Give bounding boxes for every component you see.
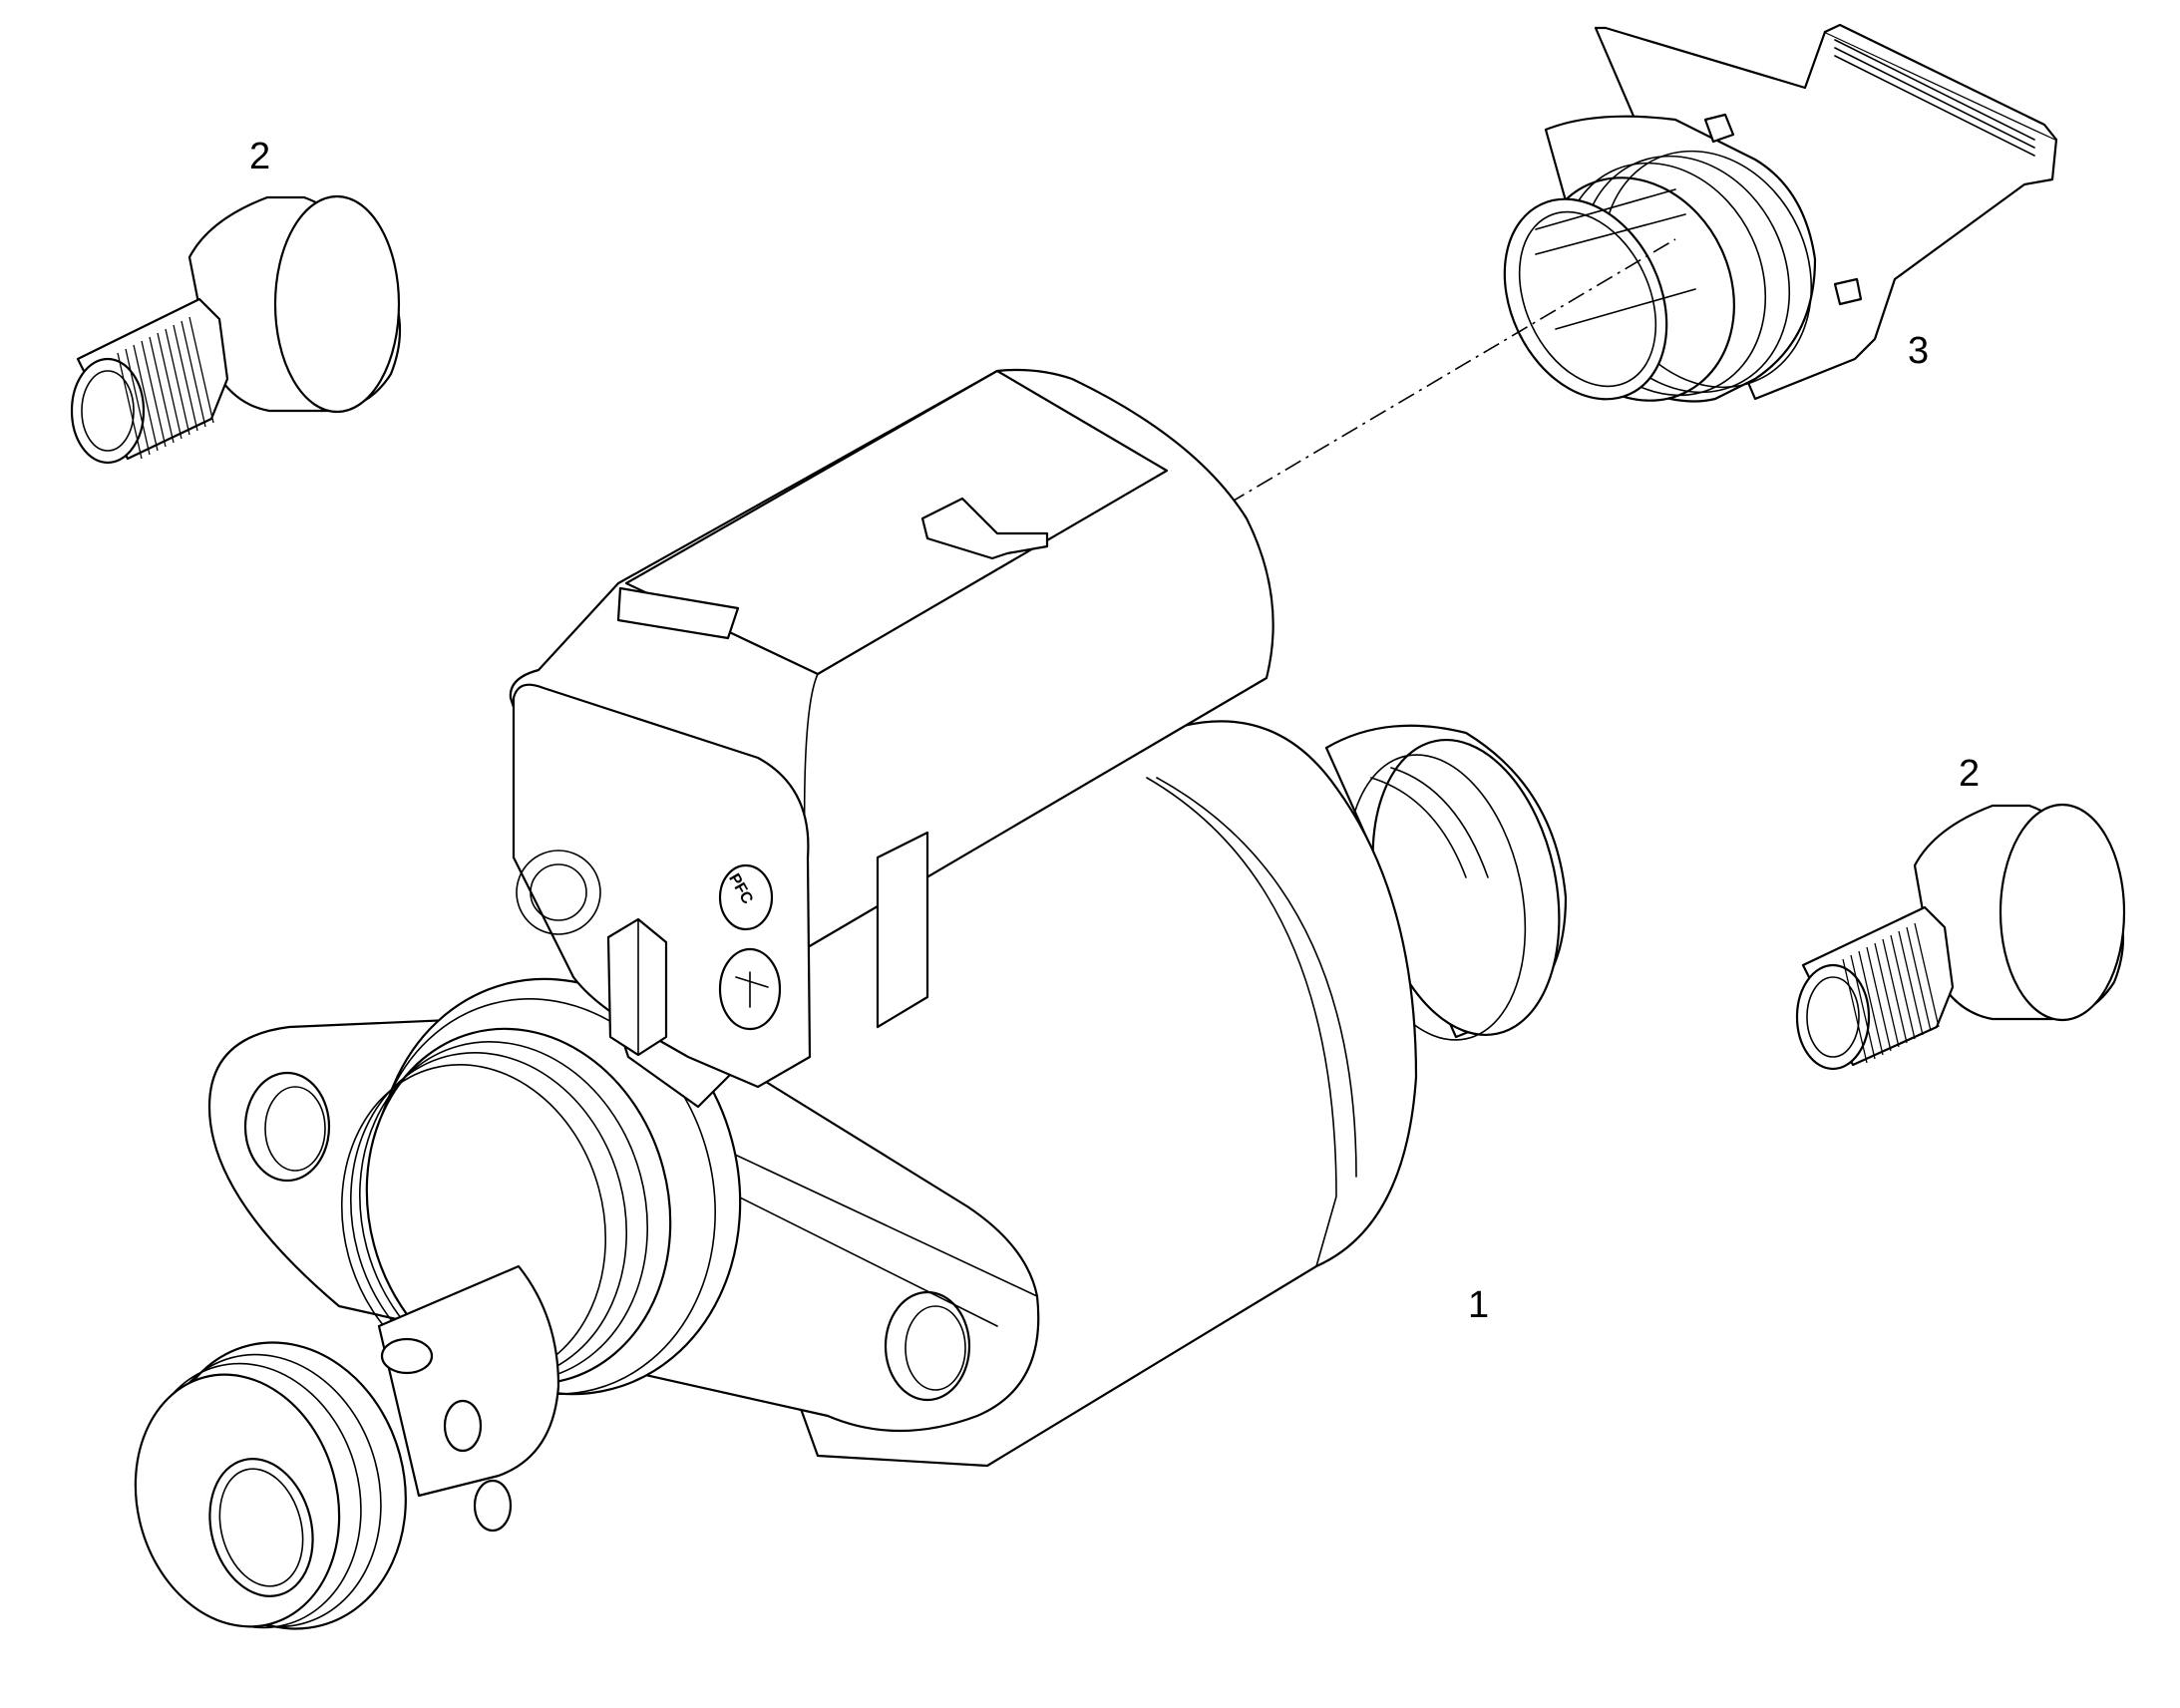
callout-screw-right: 2: [1959, 753, 1981, 795]
assembly-centerline: [1228, 238, 1676, 505]
screw-right: [1795, 803, 2126, 1071]
callout-connector: 3: [1908, 330, 1930, 372]
screw-left: [70, 194, 402, 465]
connector-plug: [1503, 23, 2058, 403]
callout-screw-left: 2: [249, 136, 271, 177]
solenoid-valve: PFC: [134, 368, 1568, 1630]
callout-valve: 1: [1468, 1284, 1490, 1326]
